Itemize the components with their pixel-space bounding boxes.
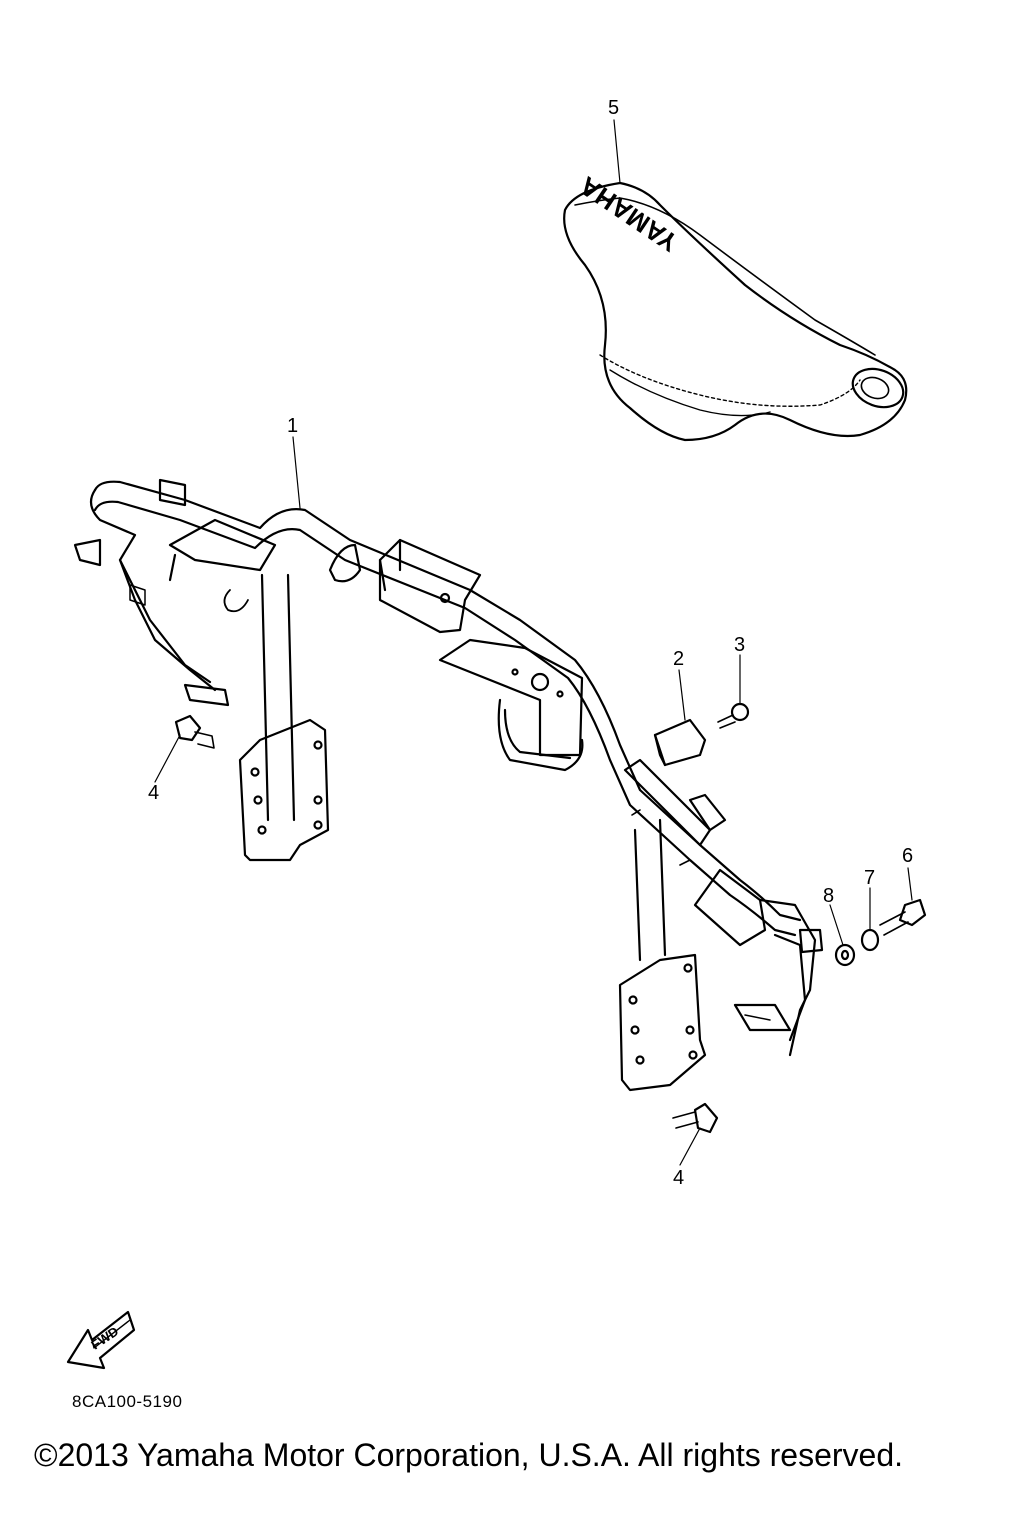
- callout-3: 3: [734, 634, 746, 656]
- copyright-notice: ©2013 Yamaha Motor Corporation, U.S.A. A…: [34, 1437, 904, 1473]
- callout-2: 2: [673, 648, 685, 670]
- callout-4-upper: 4: [148, 782, 160, 804]
- handle-pad-part-5: [563, 181, 908, 442]
- fwd-label: FWD: [88, 1323, 121, 1352]
- bolt-part-4-lower: [672, 1102, 719, 1134]
- bolt-part-4-upper: [174, 714, 215, 749]
- washer-part-8: [834, 943, 856, 967]
- callout-5: 5: [608, 97, 620, 119]
- leader-lines: [154, 119, 913, 1166]
- callout-7: 7: [864, 867, 876, 889]
- screw-part-3: [717, 702, 750, 729]
- drawing-code: 8CA100-5190: [72, 1392, 183, 1411]
- callout-4-lower: 4: [673, 1167, 685, 1189]
- spring-washer-part-7: [860, 928, 880, 952]
- callout-8: 8: [823, 885, 835, 907]
- callout-1: 1: [287, 415, 299, 437]
- callout-6: 6: [902, 845, 914, 867]
- frame-part-1: [73, 478, 824, 1092]
- fwd-arrow-icon: [66, 1310, 136, 1370]
- clip-part-2: [653, 718, 707, 767]
- bolt-part-6: [879, 898, 927, 936]
